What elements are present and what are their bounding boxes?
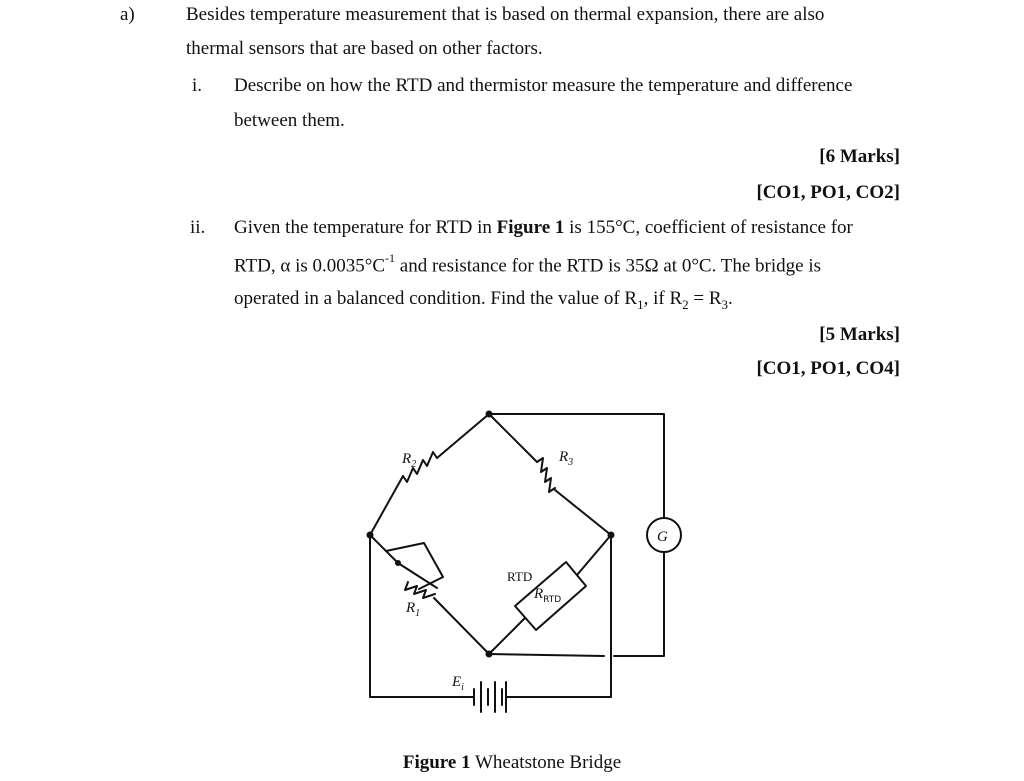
r1-resistor: [404, 581, 436, 599]
subquestion-i-label: i.: [192, 75, 203, 96]
part-label: a): [120, 4, 135, 25]
galvanometer-top-wire: [488, 413, 665, 519]
subquestion-ii-line-2: RTD, α is 0.0035°C-1 and resistance for …: [234, 251, 822, 277]
node-left: [366, 531, 374, 539]
subquestion-i-marks: [6 Marks]: [819, 146, 900, 167]
r3-arm-wire-lower: [554, 489, 612, 536]
bottom-node-wire: [488, 653, 605, 657]
node-r1-tap: [395, 560, 401, 566]
intro-line-2: thermal sensors that are based on other …: [186, 38, 543, 59]
battery-cells: [473, 681, 507, 713]
node-top: [485, 410, 493, 418]
rtd-arm-wire-lower: [488, 617, 526, 655]
r1-arm-wire: [369, 534, 399, 564]
label-galvanometer: G: [657, 529, 668, 545]
r3-arm-wire: [488, 413, 538, 463]
source-left-wire: [369, 534, 475, 698]
node-right: [607, 531, 615, 539]
label-r1: R1: [405, 600, 420, 619]
subquestion-ii-outcomes: [CO1, PO1, CO4]: [756, 358, 900, 379]
r1-variable-box: [385, 542, 444, 590]
label-r2: R2: [401, 451, 416, 470]
galvanometer-bottom-wire: [613, 551, 665, 657]
subquestion-i-line-2: between them.: [234, 110, 345, 131]
r3-resistor: [536, 457, 556, 493]
label-rtd: RTD: [507, 569, 532, 584]
r2-arm-wire-lower: [369, 475, 404, 536]
r1-wiper-arrow: [397, 562, 438, 589]
label-source: Ei: [451, 674, 464, 693]
rtd-arm-wire: [576, 534, 612, 576]
r1-arm-wire-lower: [433, 597, 490, 655]
subquestion-ii-label: ii.: [190, 217, 206, 238]
label-rrtd: RRTD: [533, 586, 561, 605]
figure-caption: Figure 1 Wheatstone Bridge: [402, 752, 622, 773]
subquestion-i-line-1: Describe on how the RTD and thermistor m…: [234, 75, 853, 96]
r2-arm-wire: [436, 413, 490, 459]
label-r3: R3: [558, 449, 573, 468]
subquestion-ii-line-1: Given the temperature for RTD in Figure …: [234, 217, 853, 238]
subquestion-ii-line-3: operated in a balanced condition. Find t…: [234, 288, 733, 312]
intro-line-1: Besides temperature measurement that is …: [186, 4, 825, 25]
r2-resistor: [402, 451, 438, 483]
subquestion-i-outcomes: [CO1, PO1, CO2]: [756, 182, 900, 203]
rtd-sensor-box: [514, 561, 587, 631]
node-bottom: [485, 650, 493, 658]
source-right-wire: [505, 534, 612, 698]
subquestion-ii-marks: [5 Marks]: [819, 324, 900, 345]
